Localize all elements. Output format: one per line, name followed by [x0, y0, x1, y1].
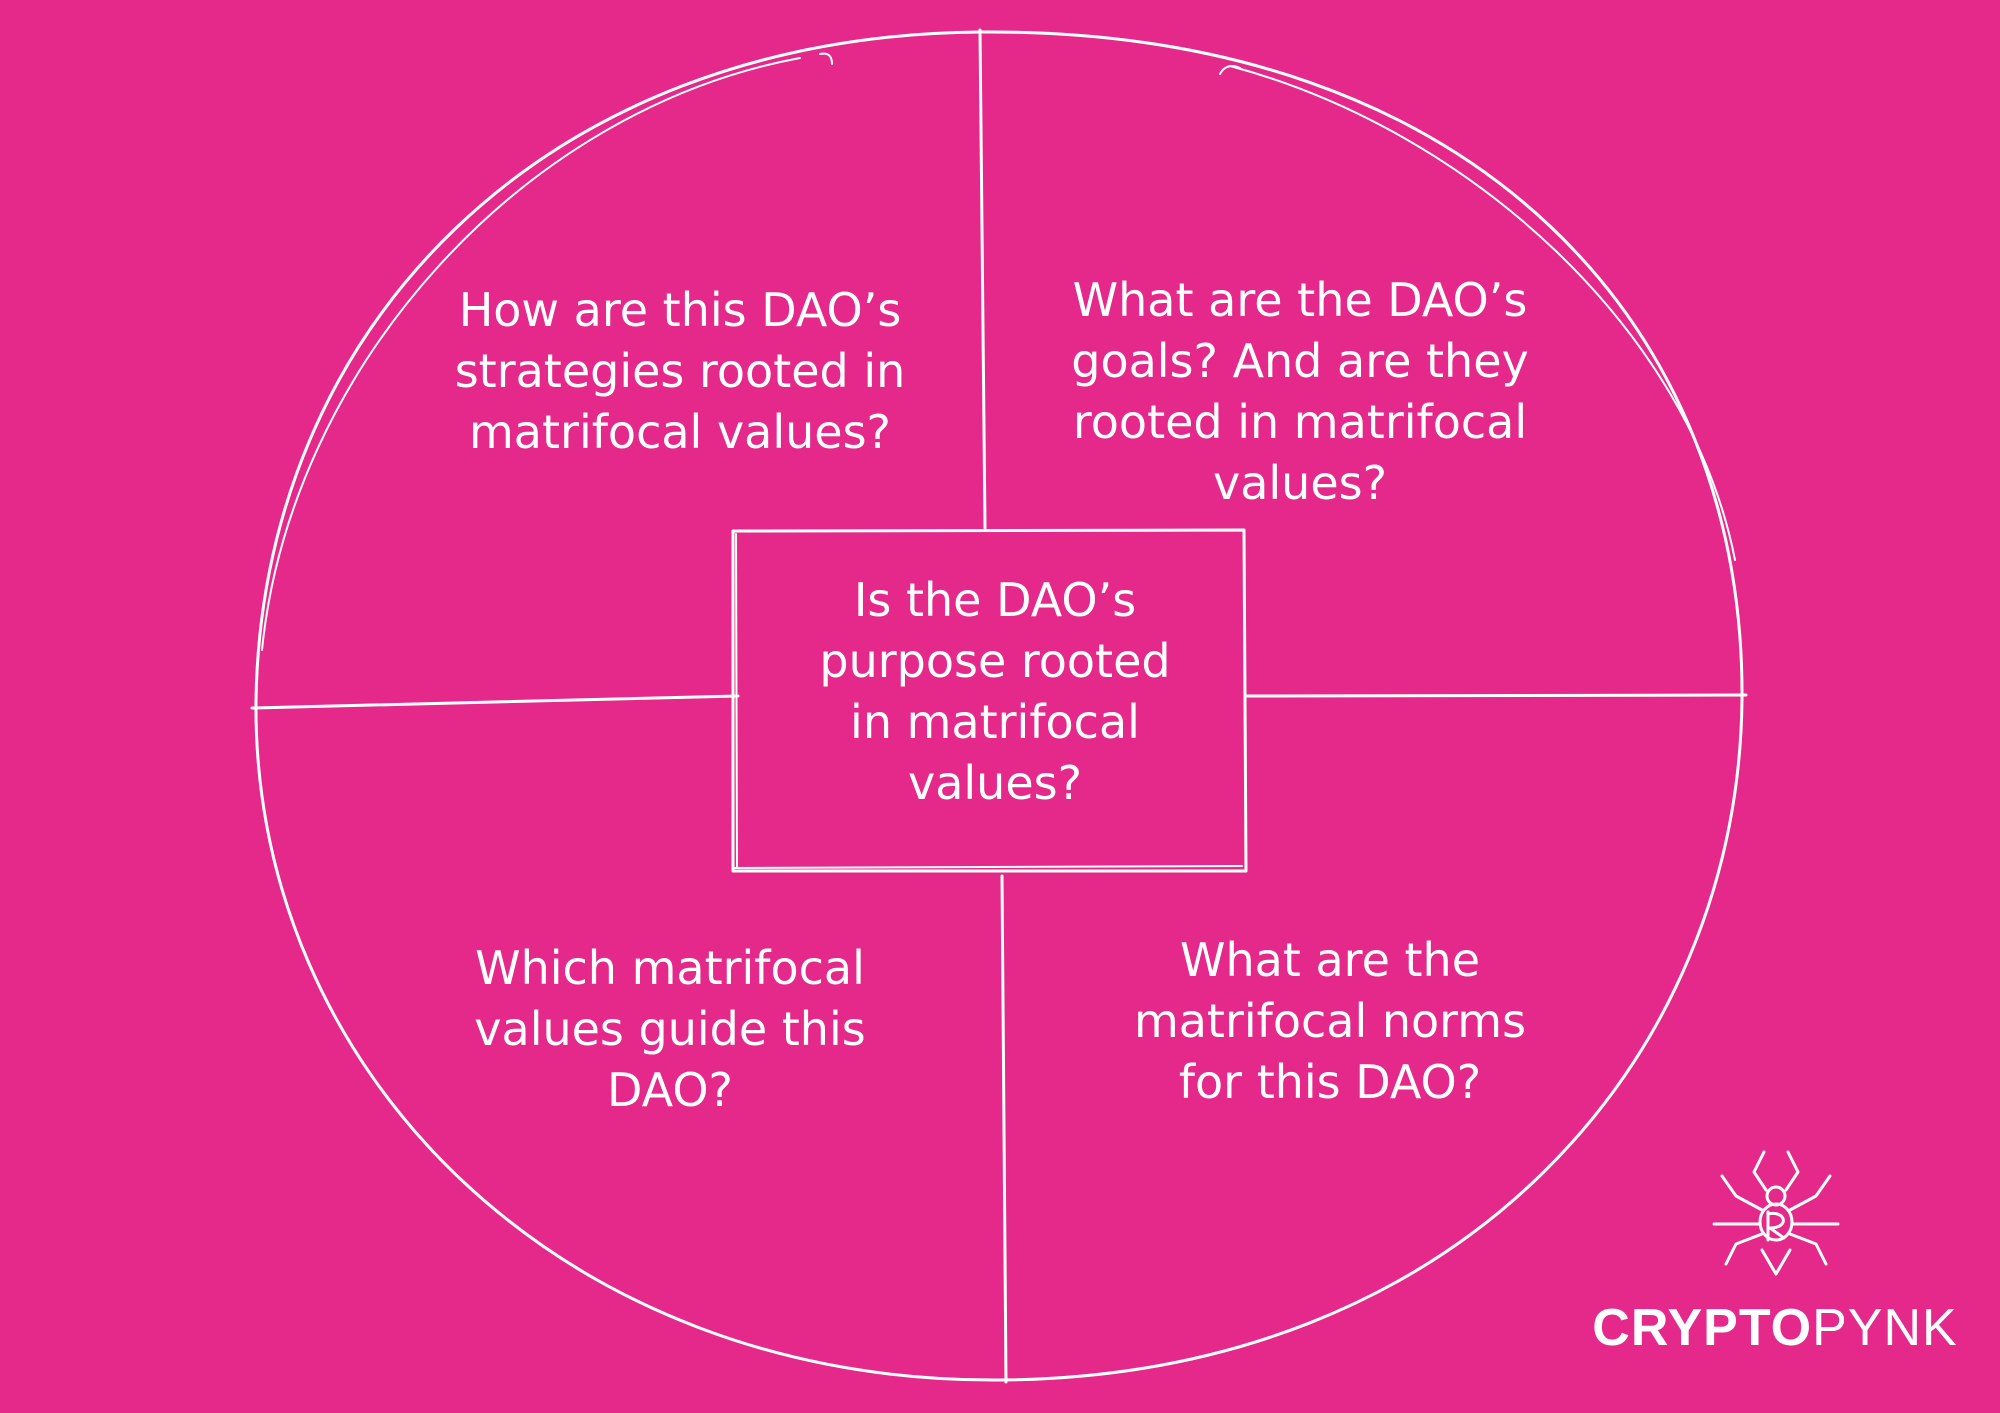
spider-icon [1712, 1150, 1840, 1276]
brand-name-light: PYNK [1812, 1299, 1958, 1357]
outer-circle [254, 30, 1744, 1382]
question-purpose: Is the DAO’s purpose rooted in matrifoca… [819, 573, 1171, 810]
horizontal-line-right [1244, 693, 1748, 698]
center-box [731, 528, 1248, 873]
outer-circle-tick [819, 52, 833, 65]
outer-circle-overstroke-2 [1229, 65, 1736, 561]
horizontal-line-left [250, 694, 740, 710]
vertical-line-top [978, 28, 987, 530]
center-box-overstroke [733, 533, 1243, 869]
question-values: Which matrifocal values guide this DAO? [474, 941, 866, 1117]
question-goals: What are the DAO’s goals? And are they r… [1071, 273, 1529, 510]
outer-circle-overstroke [261, 57, 801, 651]
cryptopynk-logo: CRYPTOPYNK [1590, 1140, 1960, 1370]
brand-name-bold: CRYPTO [1592, 1299, 1813, 1357]
question-norms: What are the matrifocal norms for this D… [1133, 933, 1527, 1109]
outer-circle-tick-2 [1219, 65, 1241, 75]
brand-wordmark: CRYPTOPYNK [1590, 1298, 1960, 1358]
vertical-line-bottom [1000, 874, 1008, 1384]
question-strategies: How are this DAO’s strategies rooted in … [454, 283, 906, 459]
